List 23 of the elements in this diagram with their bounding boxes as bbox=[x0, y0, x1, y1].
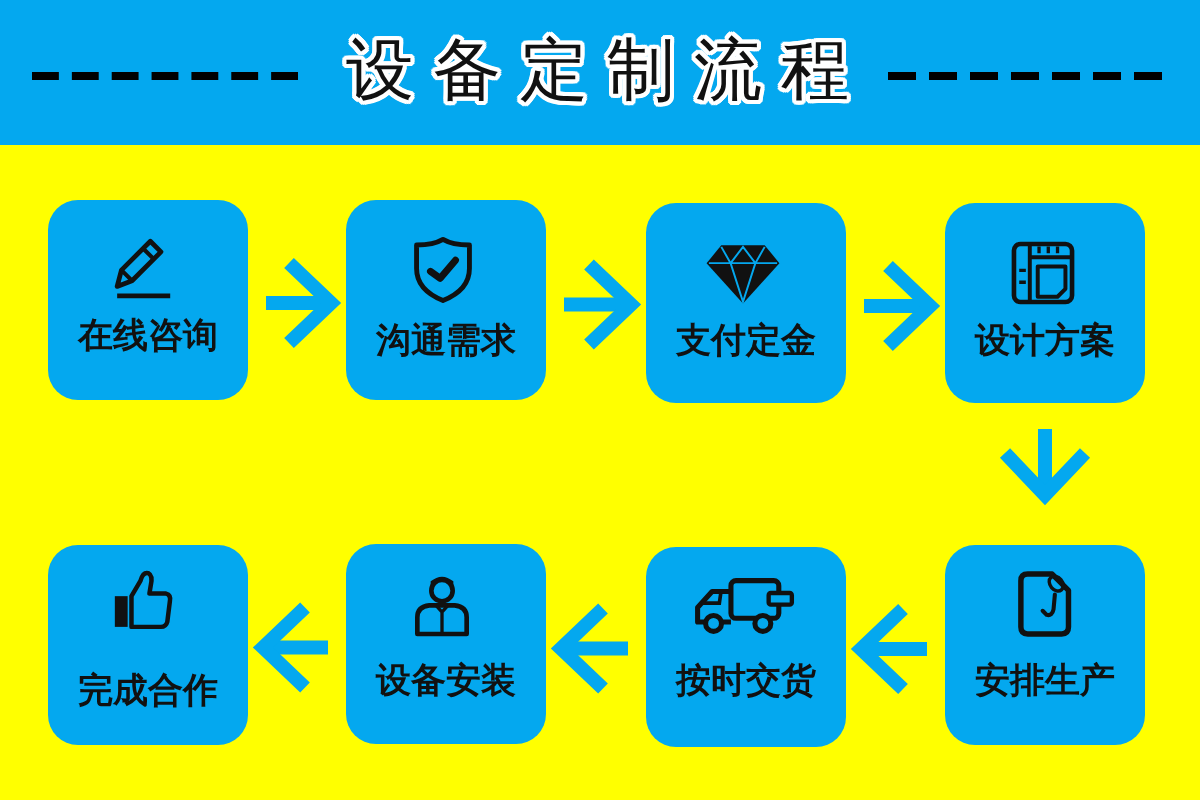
arrow bbox=[564, 257, 638, 352]
step-label: 设计方案 bbox=[975, 320, 1115, 360]
step-label: 按时交货 bbox=[676, 660, 816, 700]
step-box bbox=[346, 200, 546, 400]
step-box bbox=[646, 203, 846, 403]
title: 设备定制流程 bbox=[346, 30, 868, 110]
step-label: 安排生产 bbox=[975, 660, 1115, 700]
step-label: 沟通需求 bbox=[376, 320, 516, 360]
step-box bbox=[646, 547, 846, 747]
arrow bbox=[554, 601, 628, 696]
step-box bbox=[945, 545, 1145, 745]
step-box bbox=[945, 203, 1145, 403]
arrow bbox=[854, 602, 927, 696]
arrow bbox=[864, 259, 937, 353]
step-label: 支付定金 bbox=[676, 320, 816, 360]
step-box bbox=[48, 545, 248, 745]
step-box bbox=[48, 200, 248, 400]
step-box bbox=[346, 544, 546, 744]
arrow bbox=[256, 600, 328, 695]
step-label: 完成合作 bbox=[78, 670, 218, 710]
step-label: 在线咨询 bbox=[78, 315, 218, 355]
step-label: 设备安装 bbox=[376, 660, 516, 700]
arrow bbox=[266, 256, 338, 350]
